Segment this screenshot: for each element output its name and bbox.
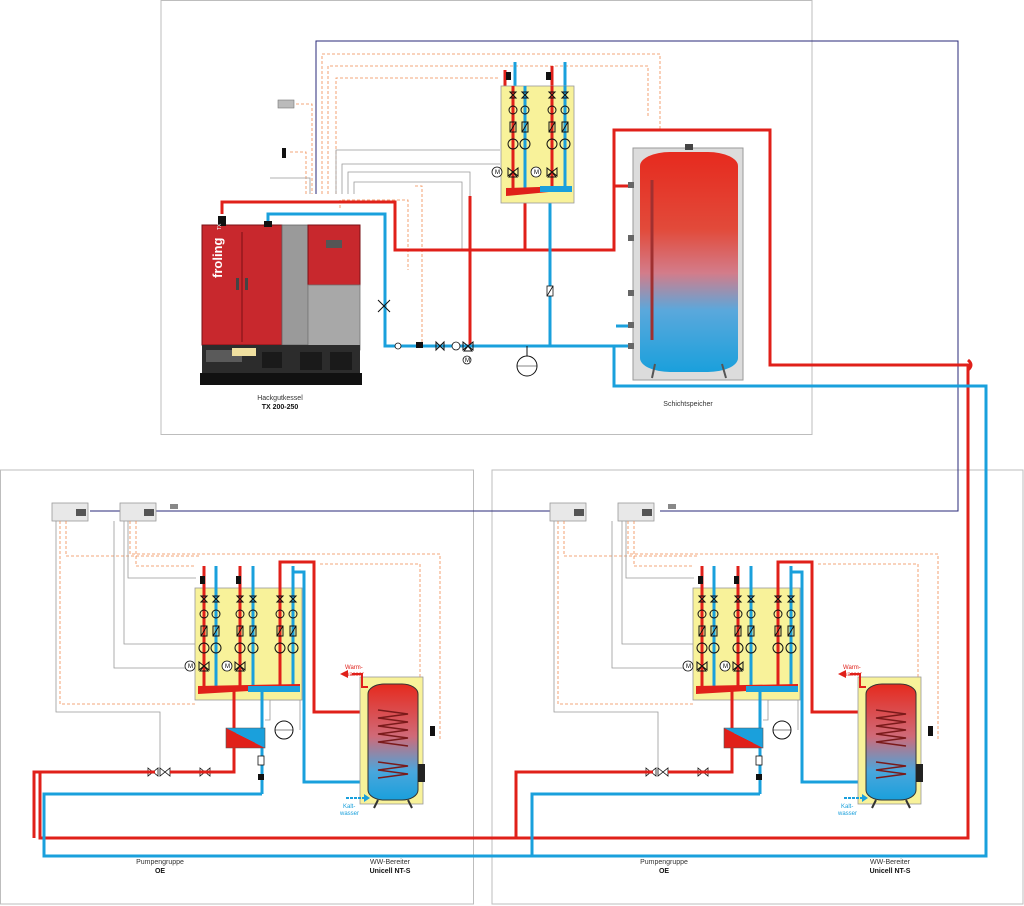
hot-water-label: wasser [842,672,862,678]
station-right: M M Warm- wasser Kalt- wasser Pumpengrup… [549,502,939,875]
svg-text:M: M [495,170,500,176]
top-components: M [277,99,554,377]
boiler-brand-logo: froling [210,238,225,278]
hot-water-label: Warm- [345,665,363,671]
svg-text:M: M [686,664,691,670]
bus-line [90,40,959,512]
svg-text:M: M [723,664,728,670]
pipe-crossings [966,358,973,372]
pipes-distribution-bottom [32,748,760,856]
boiler-name: Hackgutkessel [257,395,303,402]
ww-model: Unicell NT-S [870,868,911,875]
cold-water-label: Kalt- [841,804,853,810]
boiler: froling TX [200,216,362,385]
svg-text:M: M [225,664,230,670]
controller-module-icon [277,99,295,109]
storage-tank-name: Schichtspeicher [663,401,713,408]
controller-module-icon [51,502,89,522]
pipes-supply-top [38,66,970,840]
pump-group-model: OE [659,868,669,875]
svg-text:M: M [534,170,539,176]
pump-group-name: Pumpengruppe [136,859,184,866]
pump-icon [451,341,461,351]
station-left: M M Warm- wasser Kalt- wasser Pumpeng [51,502,441,875]
sensor-wiring-top [290,53,661,345]
storage-tank [628,144,744,381]
ww-model: Unicell NT-S [370,868,411,875]
check-valve-icon [435,340,445,352]
controller-module-icon [617,502,655,522]
cold-water-label: wasser [339,811,359,817]
pump-group-model: OE [155,868,165,875]
controller-module-icon [119,502,157,522]
hot-water-label: wasser [344,672,364,678]
motor-valve-icon [530,166,542,178]
ww-name: WW-Bereiter [870,859,911,866]
svg-text:M: M [188,664,193,670]
cold-water-label: Kalt- [343,804,355,810]
svg-text:M: M [465,358,470,364]
boiler-model: TX 200-250 [262,404,299,411]
motor-valve-icon [491,166,503,178]
pump-group-name: Pumpengruppe [640,859,688,866]
shutoff-valve-icon [377,299,391,313]
sensor-icon [394,342,402,350]
pump-group-top: M M [491,72,575,204]
motor-valve-icon [682,660,694,672]
controller-module-icon [549,502,587,522]
hot-water-label: Warm- [843,665,861,671]
cold-water-label: wasser [837,811,857,817]
motor-valve-icon [719,660,731,672]
motor-valve-icon [221,660,233,672]
svg-text:TX: TX [217,223,223,230]
heat-exchanger-icon [723,727,764,749]
heat-exchanger-icon [225,727,266,749]
motor-valve-icon [184,660,196,672]
ww-name: WW-Bereiter [370,859,411,866]
